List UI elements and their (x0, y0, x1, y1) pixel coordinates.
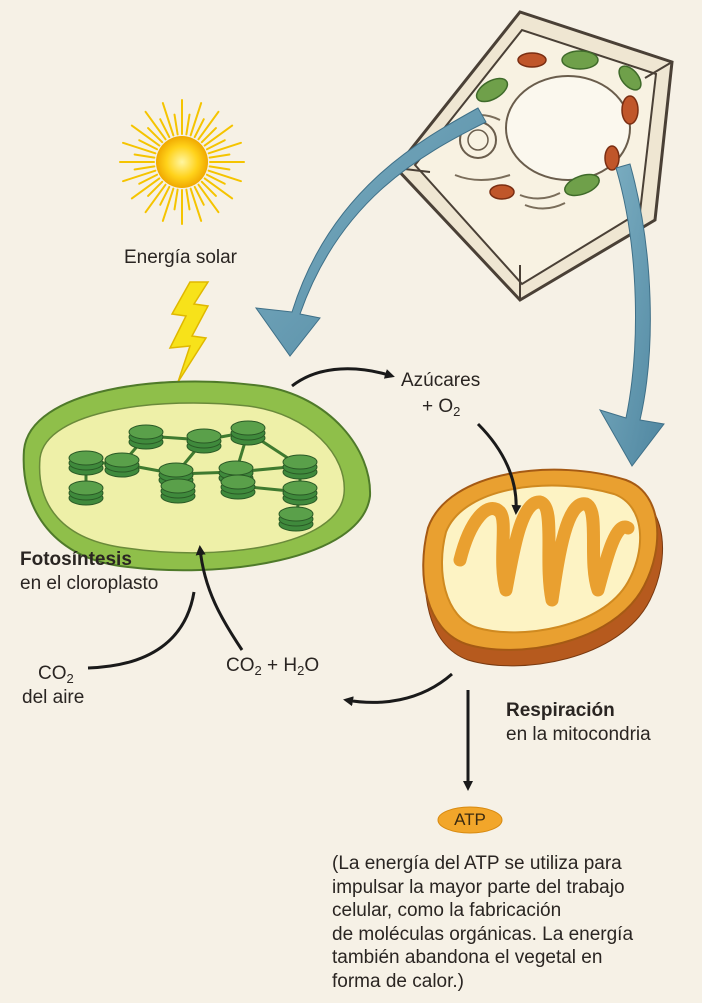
note-line: impulsar la mayor parte del trabajo (332, 876, 625, 898)
label-azucares: Azúcares (401, 370, 481, 391)
label-en-el-cloroplasto: en el cloroplasto (20, 573, 159, 594)
arrow-sugars-to-mitochondrion (476, 422, 522, 515)
note-line: forma de calor.) (332, 970, 464, 992)
chloroplast-illustration (22, 380, 372, 572)
plant-cell-illustration (394, 10, 674, 302)
mitochondrion-illustration (422, 468, 664, 667)
label-co2-h2o: CO2 + H2O (226, 655, 320, 678)
arrow-co2-air-to-chloroplast (87, 591, 196, 670)
note-line: también abandona el vegetal en (332, 947, 603, 968)
note-line: de moléculas orgánicas. La energía (332, 923, 634, 945)
note-line: (La energía del ATP se utiliza para (332, 853, 622, 874)
atp-badge (437, 806, 503, 834)
label-en-la-mitocondria: en la mitocondria (506, 724, 651, 745)
note-text-block: (La energía del ATP se utiliza para impu… (332, 852, 692, 993)
big-arrow-to-mitochondrion (598, 163, 665, 467)
note-line: celular, como la fabricación (332, 900, 562, 921)
arrow-chloroplast-to-sugars (291, 367, 395, 388)
sun-icon (119, 99, 245, 225)
label-atp: ATP (454, 810, 486, 829)
lightning-bolt-icon (168, 281, 210, 383)
label-fotosintesis: Fotosíntesis (20, 549, 132, 570)
label-del-aire: del aire (22, 687, 85, 708)
label-o2: + O2 (422, 396, 461, 419)
label-co2-del-aire: CO2 (38, 663, 74, 686)
arrow-mitochondrion-to-co2-h2o (343, 672, 453, 707)
big-arrow-to-chloroplast (254, 107, 487, 357)
flow-arrows (87, 367, 522, 791)
arrow-co2-h2o-to-chloroplast (195, 545, 244, 651)
label-energia-solar: Energía solar (124, 247, 238, 268)
label-respiracion: Respiración (506, 700, 615, 721)
